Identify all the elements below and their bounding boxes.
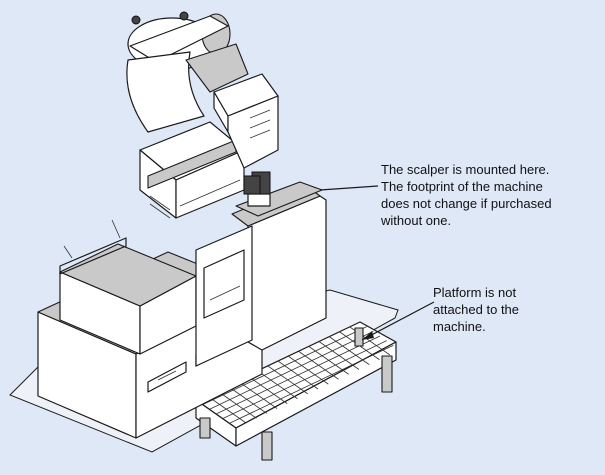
platform-callout-line: Platform is not (433, 285, 517, 300)
platform-icon (195, 321, 397, 461)
scalper-callout-line: The scalper is mounted here. (381, 162, 550, 177)
main-frame (195, 171, 327, 367)
platform-callout: Platform is not attached to the machine. (433, 284, 573, 335)
scalper-callout-line: The footprint of the machine (381, 179, 543, 194)
hopper-box (59, 219, 197, 355)
leader-lines (319, 185, 435, 341)
sieve-section (139, 121, 261, 219)
scalper-icon (126, 11, 279, 169)
scalper-callout-line: without one. (381, 213, 452, 228)
platform-callout-line: machine. (433, 319, 486, 334)
scalper-callout-line: does not change if purchased (381, 196, 552, 211)
scalper-callout: The scalper is mounted here. The footpri… (381, 161, 603, 229)
platform-callout-line: attached to the (433, 302, 520, 317)
